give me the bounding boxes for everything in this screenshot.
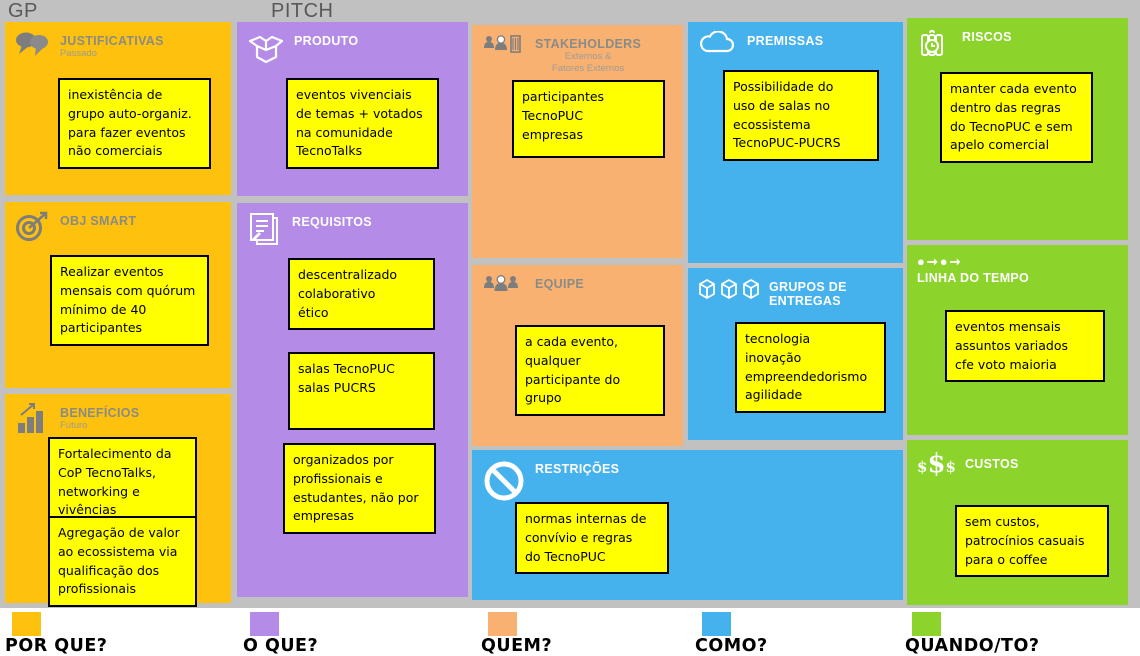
legend-swatch-purple	[250, 612, 279, 636]
section-produto: PRODUTO eventos vivenciais de temas + vo…	[237, 22, 468, 196]
section-title: JUSTIFICATIVAS	[60, 34, 164, 48]
section-title: LINHA DO TEMPO	[917, 271, 1030, 285]
sticky-note[interactable]: Realizar eventos mensais com quórum míni…	[50, 255, 209, 346]
legend-label: POR QUE?	[5, 636, 108, 656]
sticky-note[interactable]: manter cada evento dentro das regras do …	[940, 72, 1093, 163]
sticky-note[interactable]: eventos mensais assuntos variados cfe vo…	[945, 310, 1105, 383]
sticky-note[interactable]: inexistência de grupo auto-organiz. para…	[58, 78, 211, 169]
section-title: EQUIPE	[535, 277, 585, 291]
legend-item-quando: QUANDO/TO?	[905, 612, 1040, 656]
legend-swatch-peach	[488, 612, 517, 636]
open-box-icon	[247, 31, 285, 70]
legend-item-o-que: O QUE?	[243, 612, 318, 656]
legend-label: COMO?	[695, 636, 768, 656]
legend-label: QUEM?	[481, 636, 553, 656]
section-title: PRODUTO	[294, 34, 359, 48]
gp-header-label: GP	[8, 0, 38, 22]
section-title: RISCOS	[962, 30, 1012, 44]
cubes-icon	[698, 277, 760, 308]
pitch-header-label: PITCH	[271, 0, 334, 22]
canvas-background: GP PITCH JUSTIFICATIVAS Passado ine	[0, 0, 1140, 608]
legend-item-quem: QUEM?	[481, 612, 552, 656]
legend-item-por-que: POR QUE?	[5, 612, 107, 656]
no-entry-icon	[482, 459, 526, 508]
section-subtitle: Externos & Fatores Externos	[551, 51, 625, 74]
section-custos: $$$ CUSTOS sem custos, patrocínios casua…	[907, 440, 1128, 605]
cloud-icon	[698, 30, 738, 60]
legend-label: O QUE?	[243, 636, 319, 656]
section-requisitos: REQUISITOS descentralizado colaborativo …	[237, 203, 468, 597]
legend-swatch-blue	[702, 612, 731, 636]
dynamite-icon	[917, 27, 953, 68]
sticky-note[interactable]: participantes TecnoPUC empresas	[512, 80, 665, 158]
section-stakeholders: STAKEHOLDERS Externos & Fatores Externos…	[472, 25, 683, 258]
section-riscos: RISCOS manter cada evento dentro das reg…	[907, 18, 1128, 240]
legend-item-como: COMO?	[695, 612, 768, 656]
documents-icon	[247, 212, 283, 253]
sticky-note[interactable]: tecnologia inovação empreendedorismo agi…	[735, 322, 886, 413]
section-obj-smart: OBJ SMART Realizar eventos mensais com q…	[5, 202, 231, 388]
legend-swatch-green	[912, 612, 941, 636]
sticky-note[interactable]: Fortalecimento da CoP TecnoTalks, networ…	[48, 437, 197, 528]
people-building-icon	[482, 34, 526, 67]
section-linha-do-tempo: ●➞●➞ LINHA DO TEMPO eventos mensais assu…	[907, 245, 1128, 435]
section-title: CUSTOS	[964, 457, 1019, 471]
section-beneficios: BENEFÍCIOS Futuro Fortalecimento da CoP …	[5, 394, 231, 607]
sticky-note[interactable]: descentralizado colaborativo ético	[288, 258, 435, 331]
sticky-note[interactable]: organizados por profissionais e estudant…	[283, 443, 436, 534]
section-restricoes: RESTRIÇÕES normas internas de convívio e…	[472, 450, 903, 600]
section-title: OBJ SMART	[60, 214, 137, 228]
dollars-icon: $$$	[917, 449, 956, 479]
section-title: REQUISITOS	[292, 215, 372, 229]
section-premissas: PREMISSAS Possibilidade do uso de salas …	[688, 22, 903, 263]
section-title: BENEFÍCIOS	[60, 406, 140, 420]
sticky-note[interactable]: Agregação de valor ao ecossistema via qu…	[48, 516, 197, 607]
section-equipe: EQUIPE a cada evento, qualquer participa…	[472, 265, 683, 446]
section-title: PREMISSAS	[747, 34, 824, 48]
speech-bubbles-icon	[15, 31, 51, 64]
bar-chart-icon	[15, 403, 51, 440]
section-subtitle: Futuro	[60, 420, 88, 432]
legend-bar: POR QUE? O QUE? QUEM? COMO? QUANDO/TO?	[0, 608, 1140, 656]
section-subtitle: Passado	[60, 48, 97, 60]
sticky-note[interactable]: sem custos, patrocínios casuais para o c…	[955, 505, 1109, 578]
section-title: RESTRIÇÕES	[535, 462, 620, 476]
sticky-note[interactable]: normas internas de convívio e regras do …	[515, 502, 669, 575]
sticky-note[interactable]: eventos vivenciais de temas + votados na…	[286, 78, 439, 169]
legend-label: QUANDO/TO?	[905, 636, 1040, 656]
legend-swatch-amber	[12, 612, 41, 636]
section-title: GRUPOS DE ENTREGAS	[769, 280, 847, 309]
sticky-note[interactable]: a cada evento, qualquer participante do …	[515, 325, 665, 416]
section-title: STAKEHOLDERS	[535, 37, 642, 51]
sticky-note[interactable]: Possibilidade do uso de salas no ecossis…	[723, 70, 879, 161]
sticky-note[interactable]: salas TecnoPUC salas PUCRS	[288, 352, 435, 430]
section-grupos-de-entregas: GRUPOS DE ENTREGAS tecnologia inovação e…	[688, 268, 903, 440]
target-icon	[15, 211, 51, 248]
section-justificativas: JUSTIFICATIVAS Passado inexistência de g…	[5, 22, 231, 195]
people-group-icon	[482, 274, 526, 307]
timeline-icon: ●➞●➞	[917, 254, 963, 269]
